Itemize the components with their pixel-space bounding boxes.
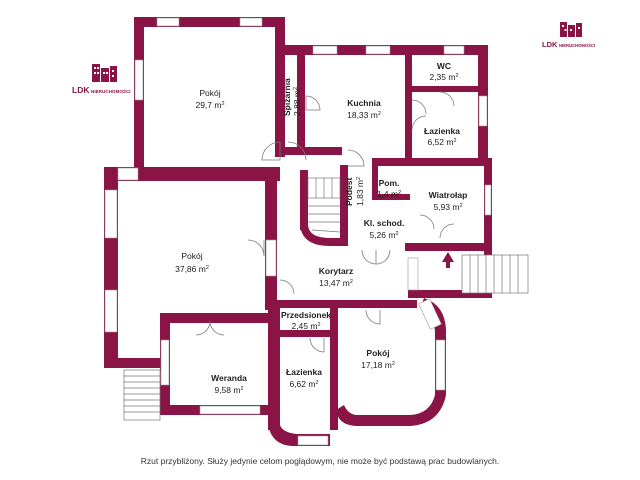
room-area-sup: 2 (221, 101, 224, 107)
svg-text:2,35 m2: 2,35 m2 (429, 72, 458, 82)
svg-text:5,26 m2: 5,26 m2 (369, 230, 398, 240)
svg-text:9,58 m2: 9,58 m2 (214, 385, 243, 395)
room-area-sup: 2 (315, 380, 318, 386)
room-area: 2,35 m (429, 72, 455, 82)
room-area-sup: 2 (206, 265, 209, 271)
svg-text:29,7 m2: 29,7 m2 (195, 100, 224, 110)
logo-right: LDK NIERUCHOMOŚCI (540, 20, 620, 52)
room-area: 6,52 m (427, 137, 453, 147)
room-area-sup: 2 (398, 190, 401, 196)
room-labels: Pokój 29,7 m2 Spiżarnia 2,88 m2 Kuchnia … (175, 61, 467, 395)
room-area-sup: 2 (350, 279, 353, 285)
logo-left: LDK NIERUCHOMOŚCI (72, 62, 152, 100)
room-name: Pom. (379, 178, 400, 188)
stairs (123, 177, 529, 421)
room-area-sup: 2 (293, 87, 299, 90)
room-area: 13,47 m (319, 278, 350, 288)
windows (104, 17, 492, 446)
room-area-sup: 2 (317, 322, 320, 328)
room-name: Korytarz (319, 266, 353, 276)
room-area: 2,88 m (292, 90, 302, 116)
svg-text:13,47 m2: 13,47 m2 (319, 278, 353, 288)
room-area: 6,62 m (289, 379, 315, 389)
room-name: Pokój (181, 251, 202, 261)
room-area-sup: 2 (356, 177, 362, 180)
room-area: 29,7 m (195, 100, 221, 110)
doors (195, 91, 455, 353)
room-name: Pokój (199, 88, 220, 98)
room-area: 2,45 m (291, 321, 317, 331)
room-area-sup: 2 (378, 111, 381, 117)
room-area: 1,83 m (355, 180, 365, 206)
svg-text:17,18 m2: 17,18 m2 (361, 360, 395, 370)
room-name: Spiżarnia (282, 78, 292, 116)
svg-text:5,93 m2: 5,93 m2 (433, 202, 462, 212)
room-area: 9,58 m (214, 385, 240, 395)
svg-text:6,62 m2: 6,62 m2 (289, 379, 318, 389)
entrance-arrow-icon (442, 252, 454, 268)
room-area-sup: 2 (453, 138, 456, 144)
building-logo-icon: LDK NIERUCHOMOŚCI (72, 64, 131, 95)
room-name: Pokój (366, 348, 389, 358)
room-name: Łazienka (286, 367, 322, 377)
logo-brand: LDK (72, 85, 90, 95)
room-area: 18,33 m (347, 110, 378, 120)
logo-suffix: NIERUCHOMOŚCI (559, 43, 595, 48)
building-logo-icon: LDK NIERUCHOMOŚCI (542, 22, 595, 49)
room-area-sup: 2 (240, 386, 243, 392)
svg-text:1,83 m2: 1,83 m2 (355, 177, 365, 206)
svg-text:2,88 m2: 2,88 m2 (292, 87, 302, 116)
room-area: 17,18 m (361, 360, 392, 370)
room-area-sup: 2 (392, 361, 395, 367)
room-area: 37,86 m (175, 264, 206, 274)
svg-text:37,86 m2: 37,86 m2 (175, 264, 209, 274)
room-area-sup: 2 (455, 73, 458, 79)
disclaimer-caption: Rzut przybliżony. Służy jedynie celom po… (140, 456, 500, 466)
logo-brand: LDK (542, 40, 558, 49)
room-name: Wiatrołap (429, 190, 468, 200)
room-area: 1,4 m (377, 189, 398, 199)
room-name: Weranda (211, 373, 247, 383)
room-name: Przedsionek (281, 310, 331, 320)
svg-text:18,33 m2: 18,33 m2 (347, 110, 381, 120)
logo-suffix: NIERUCHOMOŚCI (91, 88, 131, 94)
room-name: Łazienka (424, 126, 460, 136)
svg-text:1,4 m2: 1,4 m2 (377, 189, 401, 199)
room-name: Kl. schod. (364, 218, 405, 228)
room-area-sup: 2 (459, 203, 462, 209)
room-name: Podest (344, 177, 354, 206)
room-area: 5,26 m (369, 230, 395, 240)
room-name: WC (437, 61, 451, 71)
room-area-sup: 2 (395, 231, 398, 237)
room-name: Kuchnia (347, 98, 381, 108)
room-area: 5,93 m (433, 202, 459, 212)
svg-text:6,52 m2: 6,52 m2 (427, 137, 456, 147)
svg-text:2,45 m2: 2,45 m2 (291, 321, 320, 331)
